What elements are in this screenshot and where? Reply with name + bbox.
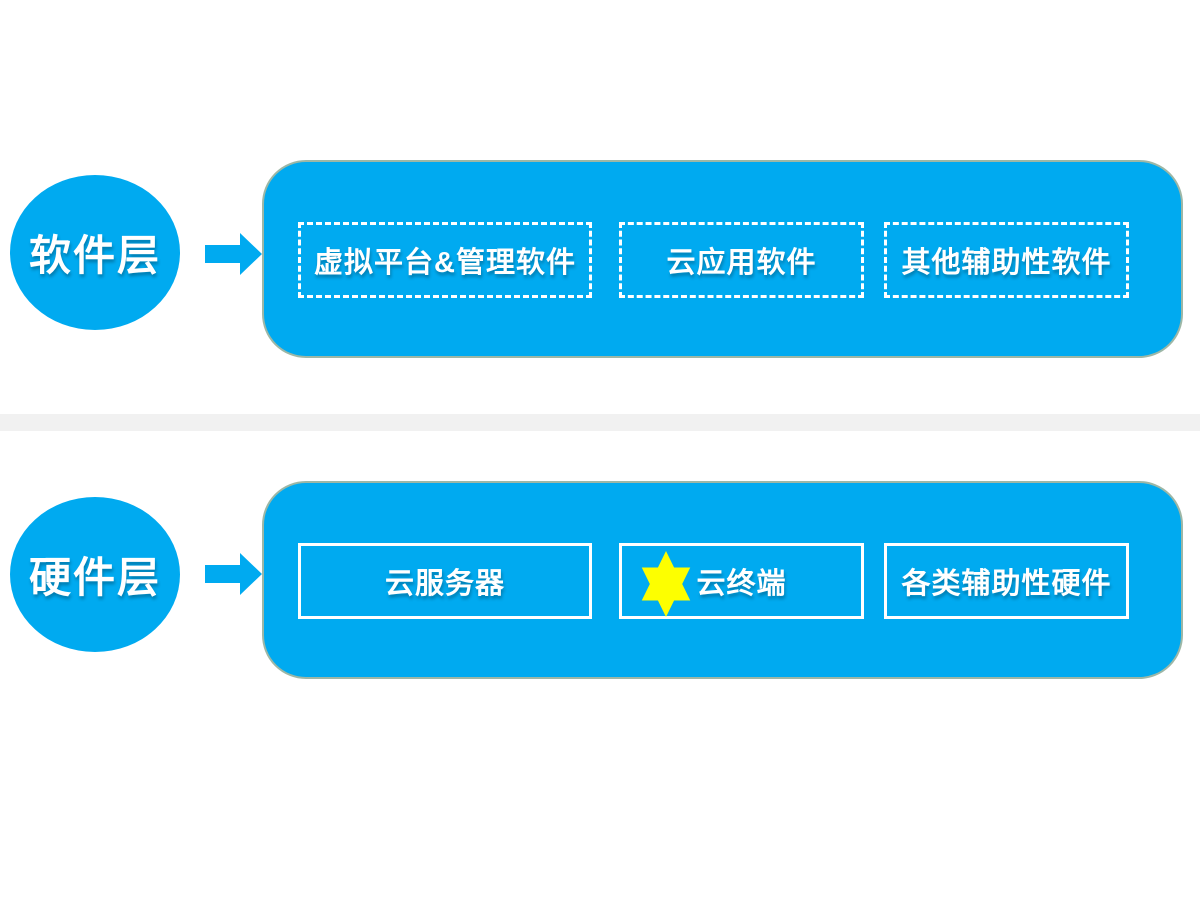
hardware-item-label: 各类辅助性硬件 bbox=[901, 568, 1112, 600]
hardware-item-label: 云终端 bbox=[696, 568, 787, 600]
six-pointed-star-icon bbox=[641, 551, 691, 617]
hardware-layer-label: 硬件层 bbox=[28, 554, 161, 601]
divider-band bbox=[0, 414, 1200, 431]
arrow-right-icon bbox=[205, 233, 262, 275]
software-layer-circle: 软件层 bbox=[10, 175, 180, 330]
hardware-panel: 云服务器 云终端 各类辅助性硬件 bbox=[262, 481, 1183, 679]
software-panel: 虚拟平台&管理软件 云应用软件 其他辅助性软件 bbox=[262, 160, 1183, 358]
hardware-item-cloud-terminal: 云终端 bbox=[619, 543, 864, 619]
arrow-right-icon bbox=[205, 553, 262, 595]
software-item-label: 其他辅助性软件 bbox=[901, 247, 1112, 279]
software-layer-label: 软件层 bbox=[28, 232, 161, 279]
hardware-item-cloud-server: 云服务器 bbox=[298, 543, 592, 619]
software-item-virtual-platform: 虚拟平台&管理软件 bbox=[298, 222, 592, 298]
software-item-cloud-app: 云应用软件 bbox=[619, 222, 864, 298]
hardware-item-label: 云服务器 bbox=[384, 568, 505, 600]
hardware-layer-circle: 硬件层 bbox=[10, 497, 180, 652]
hardware-item-other-hardware: 各类辅助性硬件 bbox=[884, 543, 1129, 619]
software-item-label: 虚拟平台&管理软件 bbox=[314, 247, 576, 279]
software-item-label: 云应用软件 bbox=[666, 247, 817, 279]
software-item-other-software: 其他辅助性软件 bbox=[884, 222, 1129, 298]
